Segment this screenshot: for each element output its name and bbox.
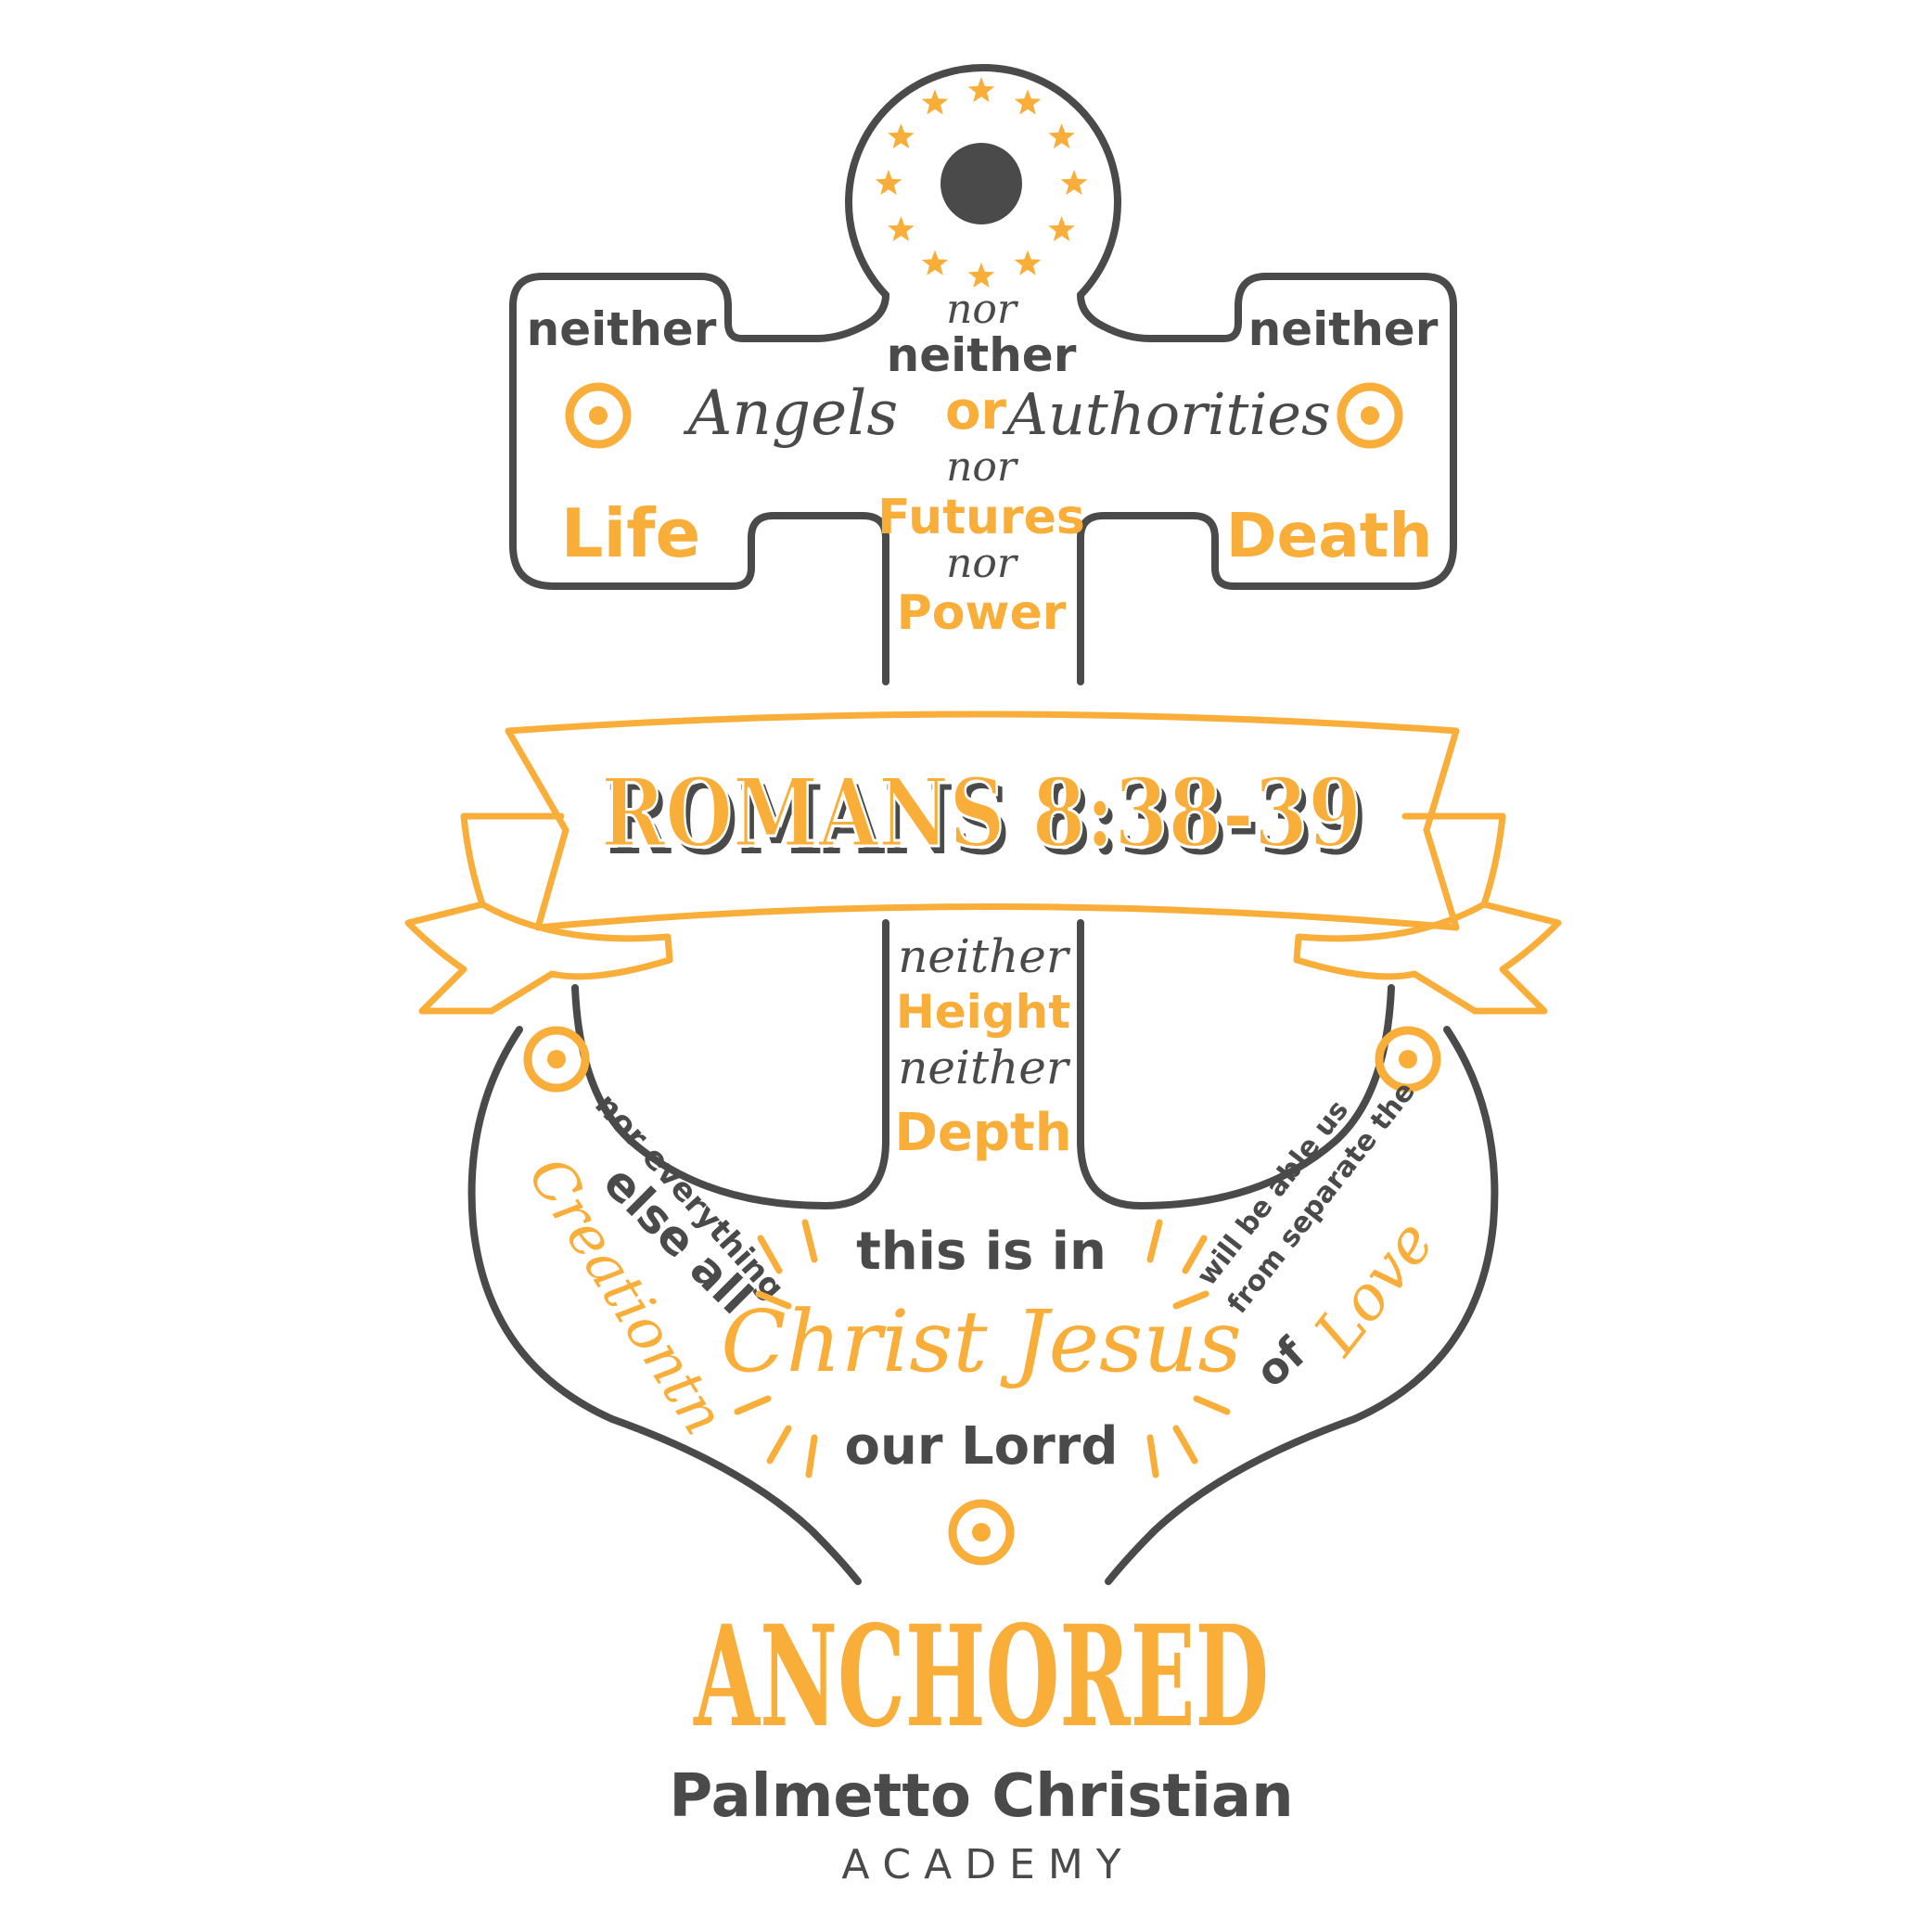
star-icon	[875, 170, 902, 196]
height: Height	[896, 985, 1070, 1039]
verse-banner	[404, 710, 1562, 1015]
star-icon	[888, 216, 915, 242]
footer-school: Palmetto Christian	[669, 1762, 1293, 1831]
ray-icons	[734, 1219, 1231, 1478]
nor-1: nor	[946, 286, 1019, 333]
banner-verse: ROMANS 8:38-39	[601, 758, 1362, 869]
star-icon	[1048, 216, 1075, 242]
angels: Angels	[683, 377, 898, 449]
banner-verse-shadow: ROMANS 8:38-39	[607, 765, 1367, 876]
love: Love	[1299, 1207, 1448, 1368]
target-icon-right-fluke	[1375, 1026, 1441, 1093]
star-icon	[921, 249, 949, 275]
life: Life	[561, 494, 701, 572]
star-icon	[1060, 170, 1088, 196]
left-neither: neither	[527, 302, 717, 356]
target-icon-crown	[948, 1499, 1015, 1566]
christ-jesus: Christ Jesus	[721, 1292, 1241, 1391]
footer: ANCHORED Palmetto Christian A C A D E M …	[669, 1595, 1293, 1888]
of: of	[1246, 1327, 1315, 1397]
target-icon-right-arm	[1337, 382, 1403, 449]
this-is-in: this is in	[856, 1222, 1107, 1282]
neither-top: neither	[887, 328, 1077, 382]
authorities: Authorities	[1002, 380, 1331, 448]
neither-3: neither	[898, 1041, 1071, 1094]
star-icon	[888, 123, 915, 149]
footer-title: ANCHORED	[693, 1595, 1269, 1759]
footer-academy: A C A D E M Y	[841, 1841, 1120, 1888]
nor-3: nor	[946, 540, 1019, 587]
anchor-outline	[467, 64, 1499, 1585]
star-icons	[875, 77, 1088, 288]
star-icon	[921, 89, 949, 115]
neither-2: neither	[898, 929, 1071, 983]
star-icon	[1048, 123, 1075, 149]
depth: Depth	[894, 1103, 1071, 1163]
target-dot-icons	[523, 382, 1441, 1566]
power: Power	[897, 585, 1067, 641]
star-icon	[1014, 89, 1042, 115]
star-icon	[967, 262, 995, 288]
anchor-ring-hole	[940, 143, 1022, 224]
banner-verse-text: ROMANS 8:38-39 ROMANS 8:38-39	[600, 757, 1368, 877]
futures: Futures	[877, 490, 1085, 545]
or: or	[945, 381, 1006, 441]
star-icon	[967, 77, 995, 103]
right-neither: neither	[1248, 302, 1439, 356]
star-icon	[1014, 249, 1042, 275]
our-lorrd: our Lorrd	[845, 1416, 1119, 1477]
death: Death	[1226, 500, 1433, 571]
nor-2: nor	[946, 443, 1019, 491]
target-icon-left-fluke	[523, 1026, 590, 1093]
target-icon-left-arm	[565, 382, 632, 449]
